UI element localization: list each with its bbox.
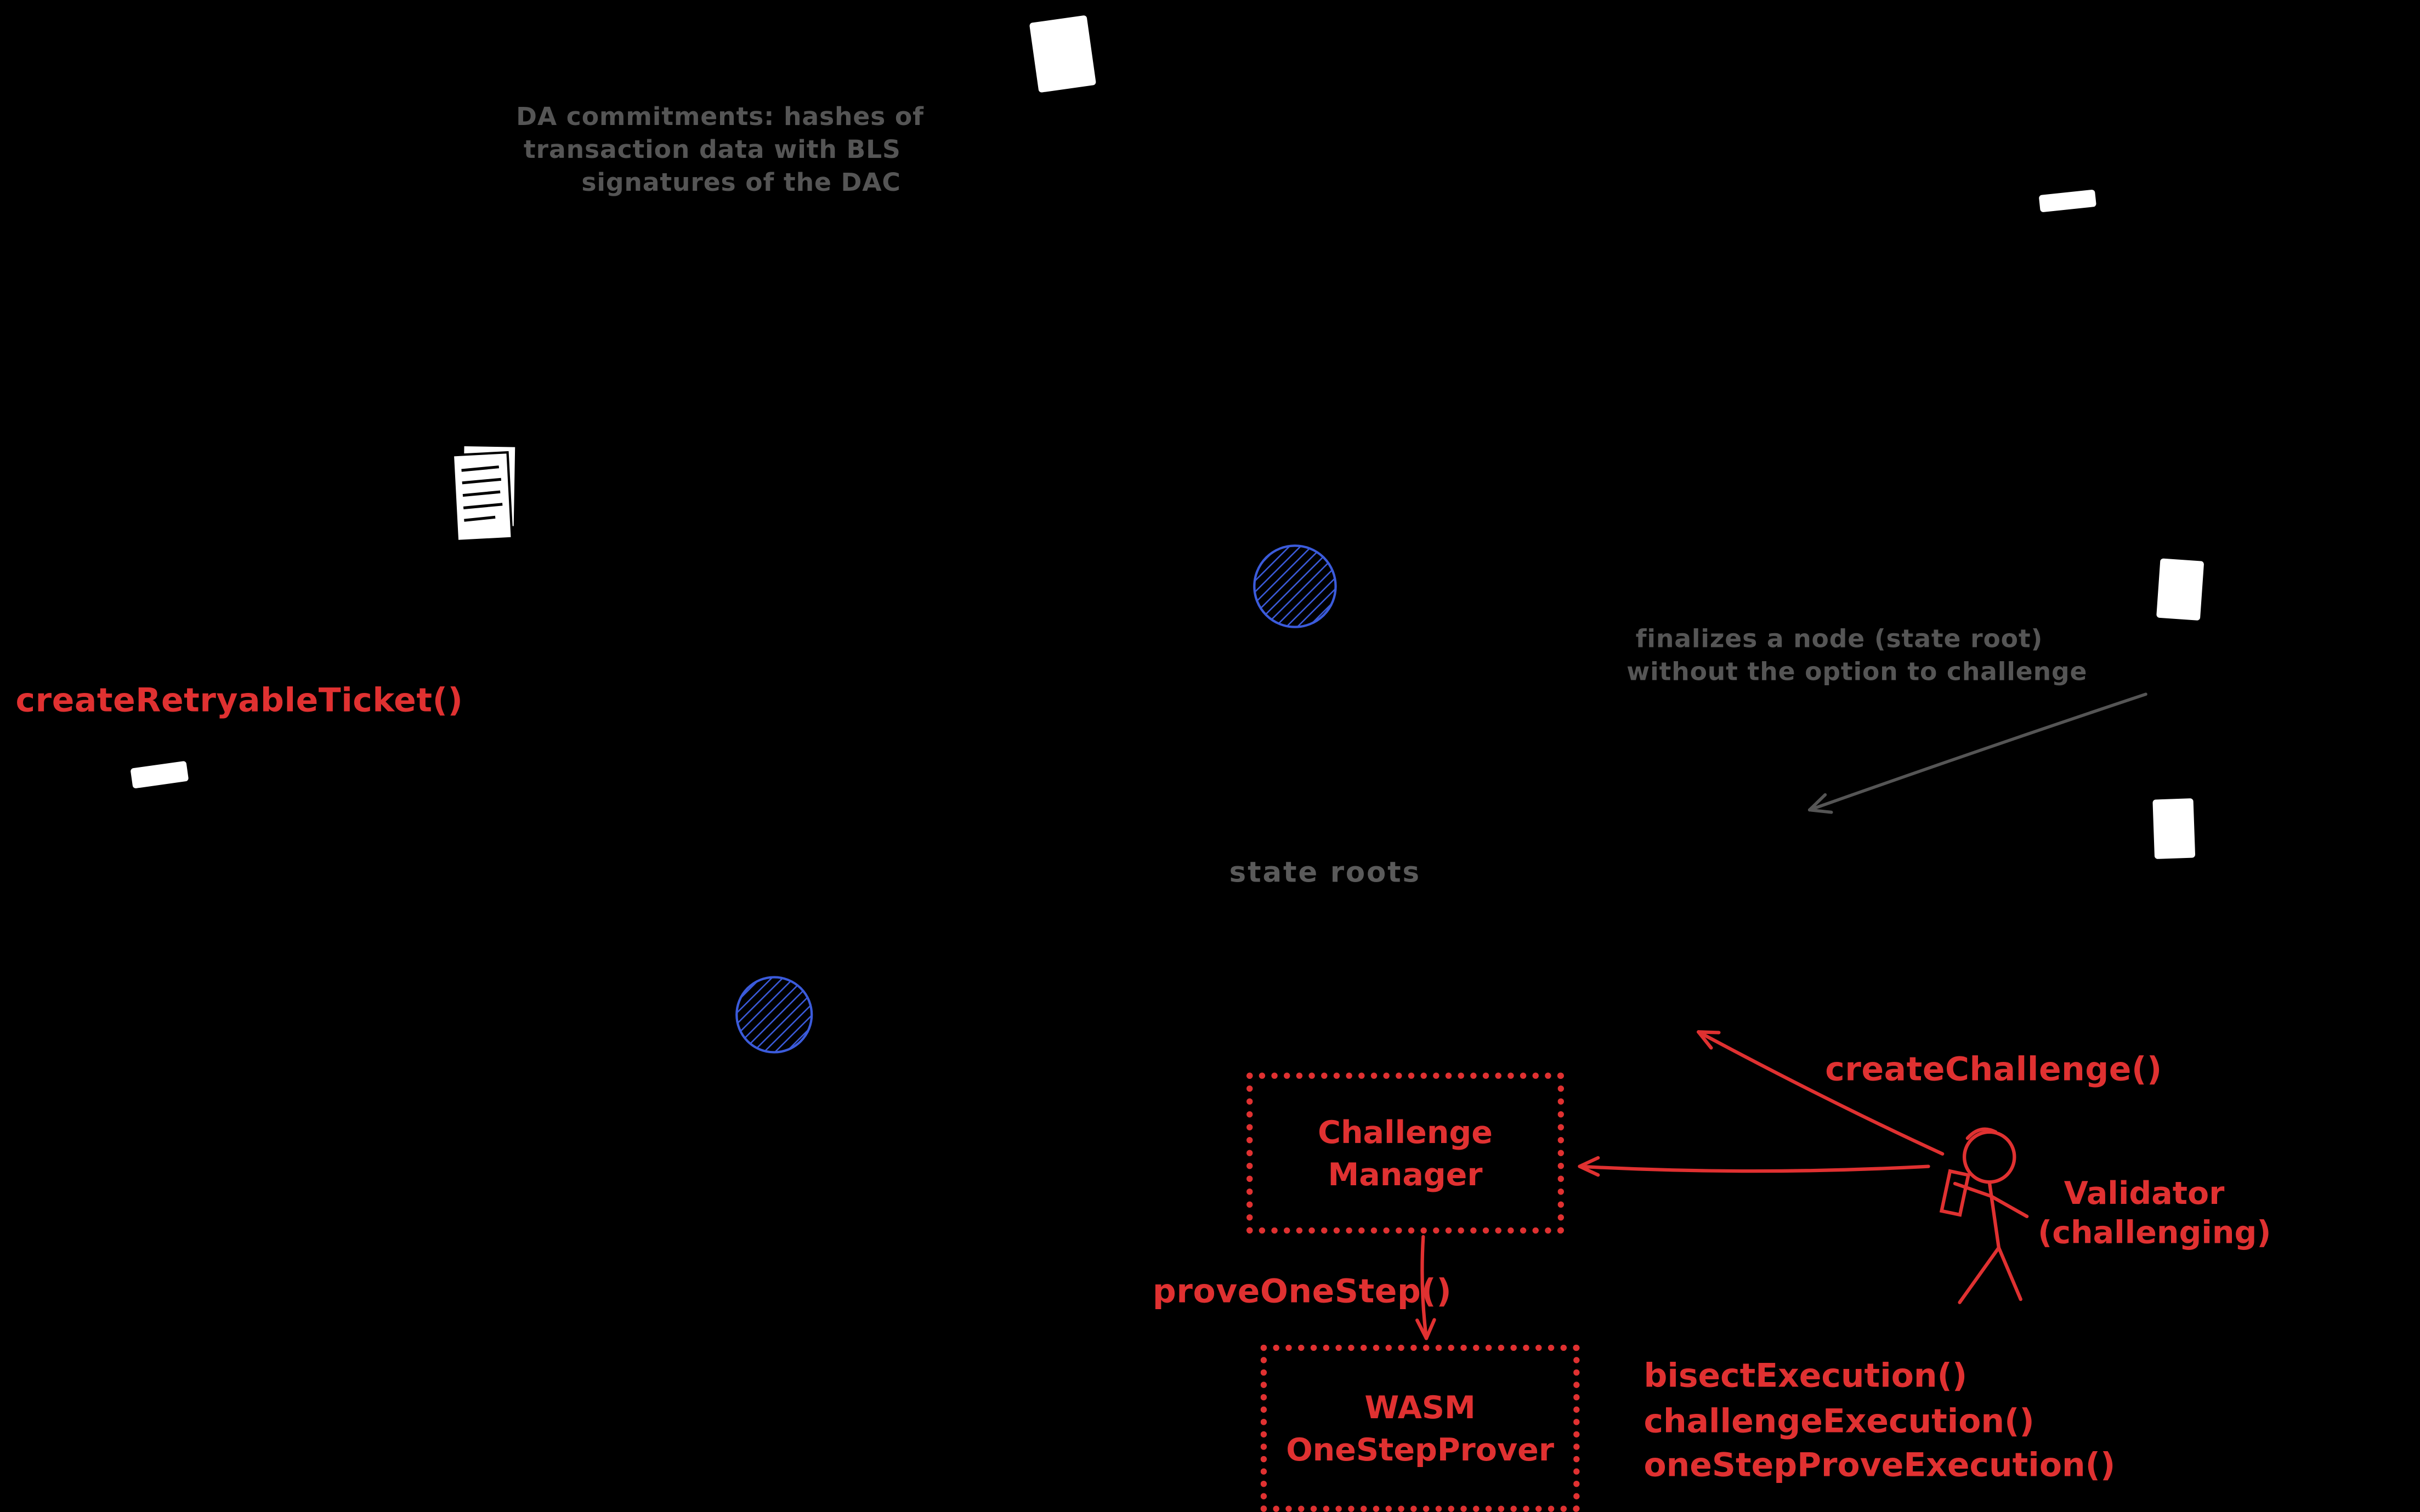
validator-label-line1: Validator xyxy=(2064,1174,2225,1212)
challenge-manager-box: Challenge Manager xyxy=(1246,1072,1564,1234)
white-block-top-center xyxy=(1029,15,1097,93)
validator-label-line2: (challenging) xyxy=(2038,1213,2271,1251)
hatched-circle-left xyxy=(732,973,817,1057)
validator-arm-right xyxy=(1989,1194,2029,1218)
note-finalize: finalizes a node (state root) without th… xyxy=(1626,622,2088,688)
hatched-circle-top xyxy=(1250,541,1340,632)
validator-leg-left xyxy=(1958,1246,2000,1304)
label-challenge-calls: bisectExecution() challengeExecution() o… xyxy=(1643,1354,2115,1488)
validator-arm-left xyxy=(1953,1181,1993,1198)
wasm-prover-line2: OneStepProver xyxy=(1286,1430,1554,1468)
challenge-manager-line1: Challenge xyxy=(1318,1112,1493,1150)
note-da-commitments: DA commitments: hashes of transaction da… xyxy=(516,100,924,199)
validator-to-manager-arrow xyxy=(1578,1156,1930,1177)
note-da-commitments-line1: DA commitments: hashes of xyxy=(516,101,924,132)
note-finalize-line2: without the option to challenge xyxy=(1626,656,2088,687)
label-create-challenge: createChallenge() xyxy=(1825,1050,2162,1088)
note-da-commitments-line3: signatures of the DAC xyxy=(581,167,901,197)
label-bisect-execution: bisectExecution() xyxy=(1643,1357,1968,1395)
note-finalize-line1: finalizes a node (state root) xyxy=(1635,623,2043,654)
label-create-retryable-ticket: createRetryableTicket() xyxy=(15,681,463,719)
validator-held-object xyxy=(1939,1169,1971,1217)
validator-hair-curl xyxy=(1965,1127,1998,1140)
label-challenge-execution: challengeExecution() xyxy=(1643,1401,2034,1440)
white-strip-left xyxy=(130,760,189,789)
validator-figure xyxy=(1939,1127,2029,1304)
validator-torso xyxy=(1987,1180,2000,1250)
label-prove-one-step: proveOneStep() xyxy=(1152,1272,1452,1310)
white-block-right-lower xyxy=(2152,798,2196,860)
document-stack-icon xyxy=(447,442,529,552)
wasm-prover-line1: WASM xyxy=(1364,1388,1476,1425)
label-one-step-prove-execution: oneStepProveExecution() xyxy=(1643,1446,2116,1484)
note-da-commitments-line2: transaction data with BLS xyxy=(523,134,901,164)
white-strip-top-right xyxy=(2038,189,2097,213)
white-block-right-upper xyxy=(2156,558,2204,621)
wasm-one-step-prover-box: WASM OneStepProver xyxy=(1260,1344,1580,1512)
challenge-manager-line2: Manager xyxy=(1328,1155,1483,1192)
validator-head xyxy=(1962,1130,2016,1184)
validator-leg-right xyxy=(1997,1246,2022,1301)
validator-label: Validator (challenging) xyxy=(2038,1174,2271,1253)
note-state-roots: state roots xyxy=(1229,856,1421,890)
finalize-arrow xyxy=(1807,692,2147,814)
